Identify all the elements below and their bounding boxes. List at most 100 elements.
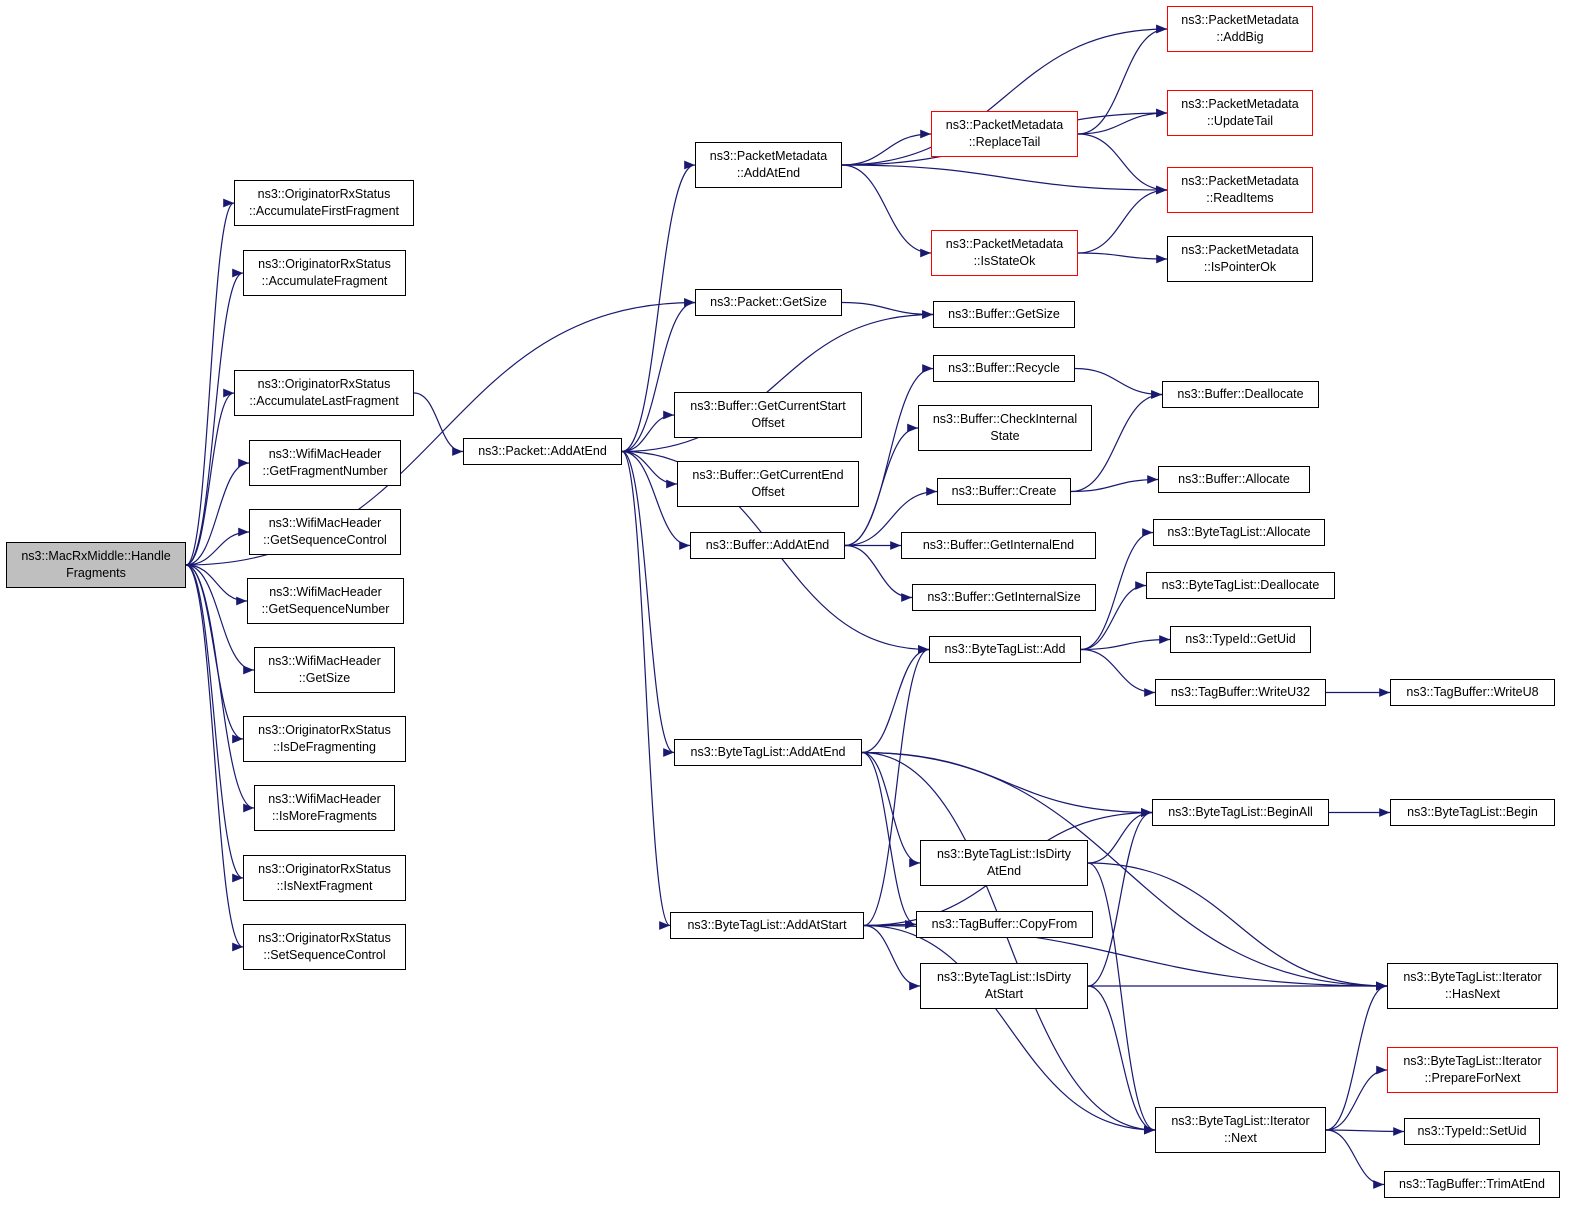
node-label-line: ::IsPointerOk: [1203, 260, 1277, 274]
edge-root-to-is_more: [185, 564, 255, 813]
node-pkt-getsize[interactable]: ns3::Packet::GetSize: [695, 289, 842, 316]
node-buf-getinternalend[interactable]: ns3::Buffer::GetInternalEnd: [901, 532, 1096, 559]
node-typeid-setuid[interactable]: ns3::TypeId::SetUid: [1404, 1118, 1540, 1145]
node-btl-deallocate[interactable]: ns3::ByteTagList::Deallocate: [1146, 572, 1335, 599]
node-get-fragnum[interactable]: ns3::WifiMacHeader::GetFragmentNumber: [249, 440, 401, 486]
node-label-line: ns3::WifiMacHeader: [268, 516, 382, 530]
edge-buf_create-to-buf_allocate: [1070, 475, 1159, 493]
node-pm-addatend[interactable]: ns3::PacketMetadata::AddAtEnd: [695, 142, 842, 188]
node-pm-updatetail[interactable]: ns3::PacketMetadata::UpdateTail: [1167, 90, 1313, 136]
edge-root-to-acc_last: [185, 388, 235, 566]
edge-pkt_addatend-to-btl_addatend: [621, 450, 675, 757]
node-pm-isstateok[interactable]: ns3::PacketMetadata::IsStateOk: [931, 230, 1078, 276]
edge-root-to-is_next: [185, 564, 244, 883]
edge-pm_isstateok-to-pm_readitems: [1077, 185, 1168, 254]
node-label-line: ::IsMoreFragments: [272, 809, 377, 823]
node-btl-allocate[interactable]: ns3::ByteTagList::Allocate: [1153, 519, 1325, 546]
node-is-defrag[interactable]: ns3::OriginatorRxStatus::IsDeFragmenting: [243, 716, 406, 762]
node-typeid-getuid[interactable]: ns3::TypeId::GetUid: [1170, 626, 1311, 653]
edge-pkt_addatend-to-btl_addatstart: [621, 450, 671, 930]
node-label-line: ns3::Buffer::AddAtEnd: [705, 538, 830, 552]
node-pm-readitems[interactable]: ns3::PacketMetadata::ReadItems: [1167, 167, 1313, 213]
node-set-seqctl[interactable]: ns3::OriginatorRxStatus::SetSequenceCont…: [243, 924, 406, 970]
node-label-line: ::GetSequenceControl: [263, 533, 387, 547]
edge-pm_replacetail-to-pm_addbig: [1077, 24, 1168, 135]
node-acc-frag[interactable]: ns3::OriginatorRxStatus::AccumulateFragm…: [243, 250, 406, 296]
node-buf-getsize[interactable]: ns3::Buffer::GetSize: [933, 301, 1075, 328]
node-label-line: ns3::ByteTagList::IsDirty: [936, 847, 1072, 861]
node-tb-writeu8[interactable]: ns3::TagBuffer::WriteU8: [1390, 679, 1555, 706]
node-btl-beginall[interactable]: ns3::ByteTagList::BeginAll: [1152, 799, 1329, 826]
node-pm-addbig[interactable]: ns3::PacketMetadata::AddBig: [1167, 6, 1313, 52]
node-label-line: ns3::ByteTagList::Iterator: [1171, 1114, 1310, 1128]
node-label-line: ::PrepareForNext: [1424, 1071, 1521, 1085]
node-label-line: ns3::MacRxMiddle::Handle: [21, 549, 171, 563]
node-tb-writeu32[interactable]: ns3::TagBuffer::WriteU32: [1155, 679, 1326, 706]
node-buf-deallocate[interactable]: ns3::Buffer::Deallocate: [1162, 381, 1319, 408]
node-label-line: ::GetSequenceNumber: [261, 602, 390, 616]
node-buf-create[interactable]: ns3::Buffer::Create: [937, 478, 1071, 505]
node-label-line: ::ReplaceTail: [968, 135, 1041, 149]
node-iter-preparefornext[interactable]: ns3::ByteTagList::Iterator::PrepareForNe…: [1387, 1047, 1558, 1093]
edge-btl_addatstart-to-btl_add: [863, 645, 930, 927]
node-label-line: ::GetSize: [298, 671, 351, 685]
node-pm-replacetail[interactable]: ns3::PacketMetadata::ReplaceTail: [931, 111, 1078, 157]
node-is-next[interactable]: ns3::OriginatorRxStatus::IsNextFragment: [243, 855, 406, 901]
node-btl-addatstart[interactable]: ns3::ByteTagList::AddAtStart: [670, 912, 864, 939]
node-label-line: ns3::ByteTagList::AddAtStart: [687, 918, 847, 932]
edge-buf_addatend-to-buf_create: [844, 487, 938, 547]
node-label-line: ns3::PacketMetadata: [945, 118, 1064, 132]
node-label-line: ns3::TagBuffer::TrimAtEnd: [1399, 1177, 1545, 1191]
node-buf-getinternalsize[interactable]: ns3::Buffer::GetInternalSize: [912, 584, 1096, 611]
node-buf-allocate[interactable]: ns3::Buffer::Allocate: [1158, 466, 1310, 493]
node-label-line: ns3::Buffer::GetSize: [948, 307, 1060, 321]
edge-btl_add-to-tb_writeu32: [1080, 648, 1156, 697]
node-btl-begin[interactable]: ns3::ByteTagList::Begin: [1390, 799, 1555, 826]
node-label-line: ns3::Buffer::GetCurrentEnd: [692, 468, 844, 482]
node-btl-addatend[interactable]: ns3::ByteTagList::AddAtEnd: [674, 739, 862, 766]
node-iter-hasnext[interactable]: ns3::ByteTagList::Iterator::HasNext: [1387, 963, 1558, 1009]
edge-iter_next-to-tb_trimatend: [1325, 1129, 1385, 1189]
node-tb-copyfrom[interactable]: ns3::TagBuffer::CopyFrom: [916, 911, 1093, 938]
node-acc-first[interactable]: ns3::OriginatorRxStatus::AccumulateFirst…: [234, 180, 414, 226]
node-label-line: ns3::TypeId::SetUid: [1417, 1124, 1527, 1138]
node-get-seqctl[interactable]: ns3::WifiMacHeader::GetSequenceControl: [249, 509, 401, 555]
node-label-line: ns3::TagBuffer::WriteU32: [1170, 685, 1311, 699]
edge-pm_addatend-to-pm_addbig: [841, 24, 1168, 166]
node-buf-recycle[interactable]: ns3::Buffer::Recycle: [933, 355, 1075, 382]
node-label-line: ns3::Buffer::Recycle: [948, 361, 1060, 375]
edge-iter_next-to-iter_preparefornext: [1325, 1065, 1388, 1131]
node-is-more[interactable]: ns3::WifiMacHeader::IsMoreFragments: [254, 785, 395, 831]
node-label-line: AtStart: [984, 987, 1024, 1001]
edge-btl_isdirtyatstart-to-iter_next: [1087, 985, 1156, 1135]
node-wmh-getsize[interactable]: ns3::WifiMacHeader::GetSize: [254, 647, 395, 693]
node-label-line: ns3::OriginatorRxStatus: [258, 257, 391, 271]
edge-buf_addatend-to-buf_checkinternal: [844, 423, 919, 547]
node-label-line: ns3::OriginatorRxStatus: [257, 187, 391, 201]
node-label-line: ns3::ByteTagList::Iterator: [1403, 1054, 1542, 1068]
node-label-line: ns3::TypeId::GetUid: [1185, 632, 1296, 646]
node-iter-next[interactable]: ns3::ByteTagList::Iterator::Next: [1155, 1107, 1326, 1153]
edge-root-to-get_seqctl: [185, 527, 250, 566]
node-tb-trimatend[interactable]: ns3::TagBuffer::TrimAtEnd: [1384, 1171, 1560, 1198]
node-pm-ispointerok[interactable]: ns3::PacketMetadata::IsPointerOk: [1167, 236, 1313, 282]
node-label-line: ns3::OriginatorRxStatus: [258, 862, 391, 876]
edge-btl_isdirtyatend-to-iter_next: [1087, 862, 1156, 1135]
edge-pm_addatend-to-pm_isstateok: [841, 164, 932, 258]
node-acc-last[interactable]: ns3::OriginatorRxStatus::AccumulateLastF…: [234, 370, 414, 416]
node-buf-addatend[interactable]: ns3::Buffer::AddAtEnd: [690, 532, 845, 559]
node-label-line: ns3::WifiMacHeader: [268, 447, 382, 461]
node-label-line: ns3::WifiMacHeader: [268, 654, 381, 668]
node-pkt-addatend[interactable]: ns3::Packet::AddAtEnd: [463, 438, 622, 465]
node-get-seqnum[interactable]: ns3::WifiMacHeader::GetSequenceNumber: [247, 578, 404, 624]
node-label-line: ::ReadItems: [1206, 191, 1274, 205]
edge-acc_last-to-pkt_addatend: [413, 392, 464, 456]
edge-root-to-set_seqctl: [185, 564, 244, 952]
node-btl-add[interactable]: ns3::ByteTagList::Add: [929, 636, 1081, 663]
